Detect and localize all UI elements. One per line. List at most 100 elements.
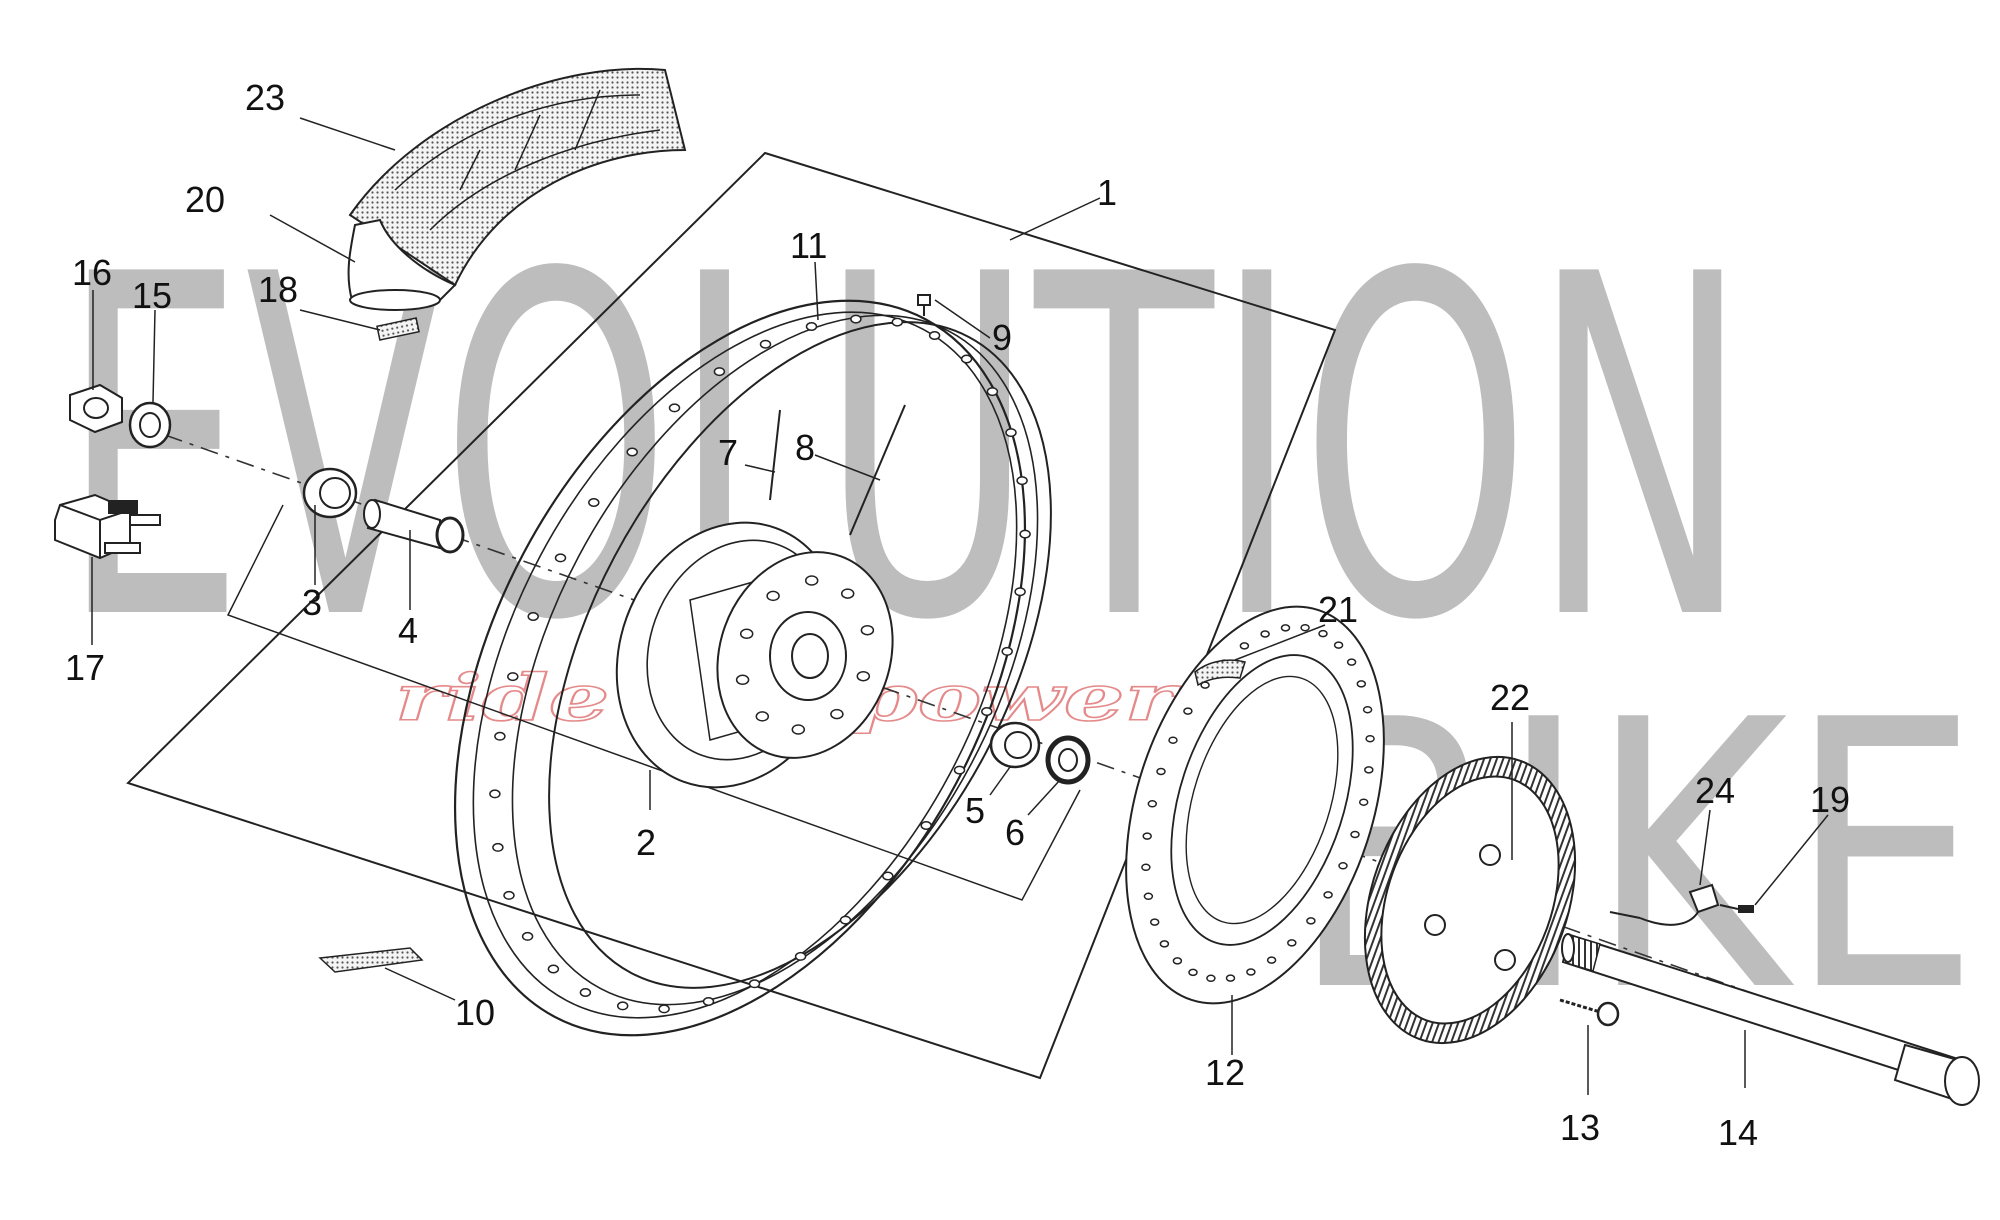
hole [494, 731, 506, 741]
hole [882, 871, 894, 881]
hole [626, 447, 638, 457]
callout-3: 3 [302, 582, 322, 623]
hub-group-frame [226, 504, 1081, 901]
hole [1147, 800, 1158, 808]
hole [1333, 641, 1344, 649]
callout-22: 22 [1490, 677, 1530, 718]
callout-11: 11 [790, 225, 827, 266]
hole [1016, 476, 1028, 486]
hole [856, 670, 871, 682]
hole [1280, 624, 1291, 632]
disc-bolt [1559, 998, 1620, 1027]
hole [1159, 940, 1170, 948]
hole [527, 612, 539, 621]
hole [1350, 830, 1360, 839]
hole [1225, 974, 1236, 982]
hole [492, 842, 504, 852]
hole [840, 588, 855, 599]
spoke-outer [849, 404, 906, 536]
hole [1188, 968, 1198, 977]
hole [1260, 630, 1270, 638]
hole [1142, 832, 1152, 840]
hole [1306, 917, 1316, 925]
speedometer-drive [54, 493, 161, 560]
hole [735, 674, 750, 686]
hole [928, 331, 941, 340]
hole [759, 339, 772, 349]
hole [839, 915, 852, 925]
hole [579, 988, 592, 997]
hole [1005, 428, 1017, 438]
tyre [348, 67, 687, 287]
hole [1346, 658, 1357, 666]
hole [804, 575, 819, 586]
callout-6: 6 [1005, 812, 1025, 853]
wheel-axle [1561, 933, 1980, 1106]
oil-seal-right [1045, 735, 1091, 785]
callout-2: 2 [636, 822, 656, 863]
hole [1356, 680, 1367, 688]
hole [1149, 918, 1160, 926]
hole [668, 403, 681, 413]
hole [1168, 736, 1178, 744]
abs-sensor [1609, 883, 1720, 926]
hole [766, 590, 780, 602]
hole [748, 979, 761, 989]
assembly-frame [126, 151, 1337, 1080]
rim-tape [376, 317, 420, 341]
callout-labels: 1 2 3 4 5 6 7 8 9 10 11 12 13 14 15 16 1… [65, 77, 1850, 1153]
hole [658, 1004, 670, 1014]
hole [960, 354, 973, 364]
callout-17: 17 [65, 647, 105, 688]
callout-18: 18 [258, 269, 298, 310]
callout-12: 12 [1205, 1052, 1245, 1093]
hole [1318, 629, 1328, 638]
hole [1014, 587, 1026, 597]
callout-1: 1 [1097, 172, 1117, 213]
brake-disc [1125, 605, 1385, 1005]
brake-disc-holes [1141, 623, 1375, 983]
callout-24: 24 [1695, 770, 1735, 811]
hole [489, 789, 501, 799]
hole [521, 931, 534, 941]
callout-13: 13 [1560, 1107, 1600, 1148]
hole [702, 997, 715, 1006]
hole [830, 708, 844, 720]
wheel-rim [453, 299, 1052, 1037]
callout-20: 20 [185, 179, 225, 220]
oil-seal-left [128, 401, 172, 449]
spoke-nipple [917, 294, 931, 316]
hole [616, 1001, 629, 1011]
hub-bolt-holes [735, 575, 875, 735]
hole [1246, 968, 1256, 976]
callout-7: 7 [718, 432, 738, 473]
watermark-brand-line1: EVOLUTION [60, 176, 1750, 723]
hole [755, 711, 770, 722]
sensor-screw [1719, 904, 1754, 913]
hole [713, 367, 726, 377]
hole [1358, 798, 1369, 806]
hole [860, 624, 875, 636]
callout-9: 9 [992, 317, 1012, 358]
rim-spoke-holes [489, 314, 1031, 1014]
callout-21: 21 [1318, 589, 1358, 630]
hole [1266, 956, 1277, 964]
callout-8: 8 [795, 427, 815, 468]
hole [1001, 646, 1013, 656]
bearing-right [989, 721, 1041, 769]
wheel-hub [615, 521, 894, 789]
hole [981, 707, 993, 716]
hole [1365, 734, 1375, 743]
hole [1183, 707, 1193, 715]
callout-4: 4 [398, 610, 418, 651]
hole [1287, 939, 1297, 947]
hole [953, 765, 966, 775]
hole [507, 672, 519, 682]
hole [805, 322, 818, 331]
leader-lines [91, 117, 1829, 1095]
hole [1338, 862, 1348, 870]
hole [850, 314, 862, 324]
hole [1172, 957, 1183, 965]
callout-5: 5 [965, 790, 985, 831]
hole [1362, 705, 1373, 714]
